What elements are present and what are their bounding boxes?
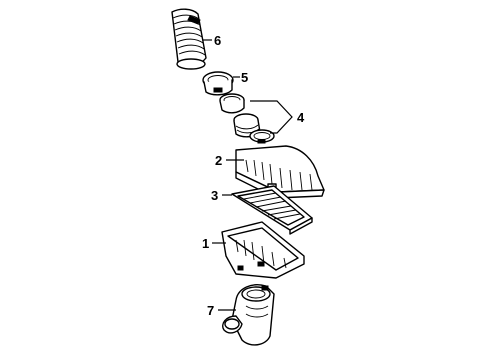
callout-6: 6 — [214, 33, 221, 48]
callout-5: 5 — [241, 70, 248, 85]
callout-3: 3 — [211, 188, 218, 203]
callout-4-leader — [250, 100, 293, 134]
coupling-upper — [219, 93, 245, 114]
air-filter-element — [231, 185, 313, 235]
resonator-duct — [222, 284, 275, 346]
callout-4: 4 — [297, 110, 305, 125]
clamp-upper — [202, 71, 234, 96]
air-cleaner-housing — [221, 221, 305, 279]
coupling-lower — [233, 113, 261, 138]
callout-1: 1 — [202, 236, 209, 251]
intake-hose — [171, 8, 207, 70]
callout-7: 7 — [207, 303, 214, 318]
clamp-lower — [249, 129, 275, 144]
callout-2: 2 — [215, 153, 222, 168]
